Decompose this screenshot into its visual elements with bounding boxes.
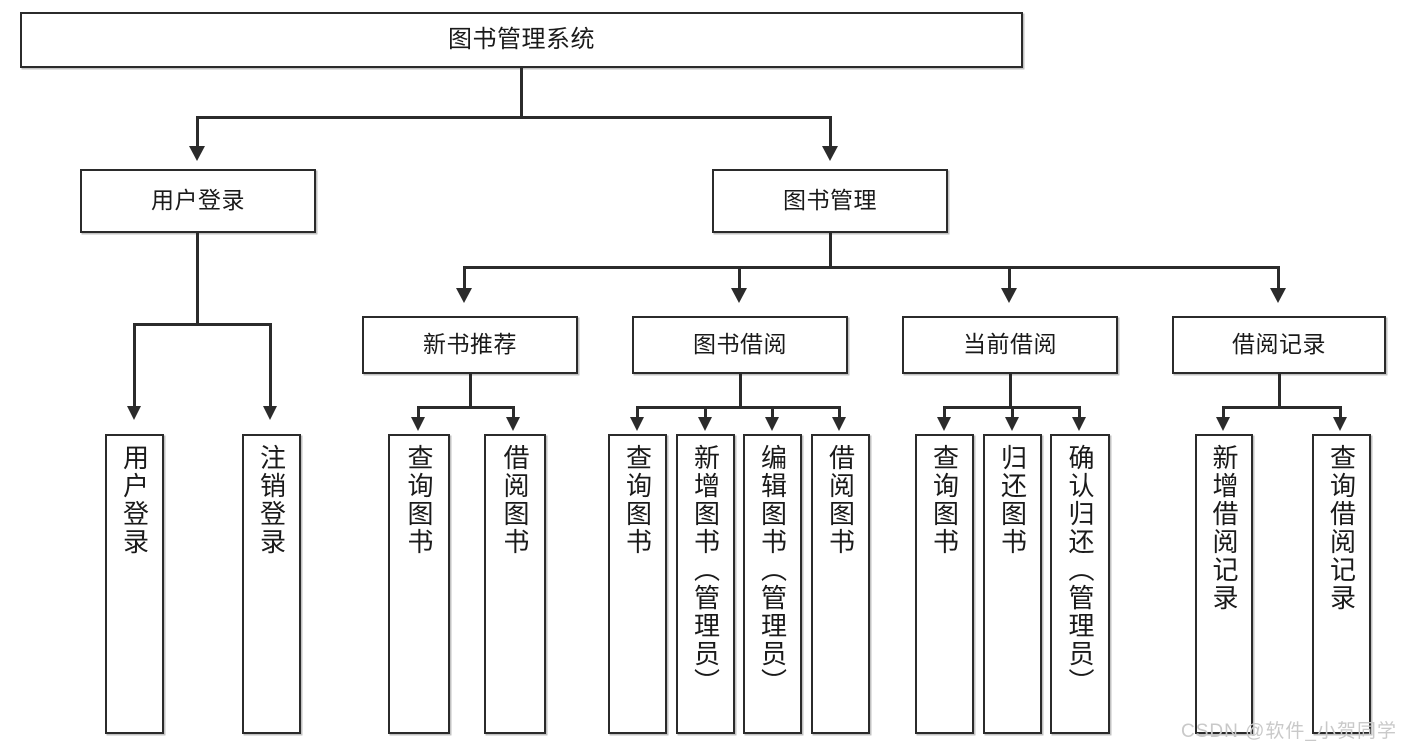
leaf-cb-query-book[interactable]: 查询图书	[915, 434, 974, 734]
connector-to-current-borrow	[1008, 266, 1011, 290]
node-label: 编辑图书（管理员）	[757, 444, 788, 696]
node-label: 新增借阅记录	[1209, 444, 1239, 612]
node-label: 图书借阅	[693, 331, 787, 358]
connector-bb-to-leaf-2	[704, 406, 707, 420]
leaf-bb-add-book-admin[interactable]: 新增图书（管理员）	[676, 434, 735, 734]
arrow-br-to-leaf-2	[1333, 417, 1347, 431]
leaf-cb-confirm-return-admin[interactable]: 确认归还（管理员）	[1050, 434, 1110, 734]
node-user-login[interactable]: 用户登录	[80, 169, 316, 233]
leaf-user-login-logout[interactable]: 注销登录	[242, 434, 301, 734]
connector-user-login-to-leaf-1	[133, 323, 136, 408]
leaf-user-login-login[interactable]: 用户登录	[105, 434, 164, 734]
arrow-to-book-borrow	[731, 288, 747, 303]
node-new-book-recommend[interactable]: 新书推荐	[362, 316, 578, 374]
node-root-book-management-system[interactable]: 图书管理系统	[20, 12, 1023, 68]
connector-bb-to-leaf-3	[771, 406, 774, 420]
connector-root-bus	[196, 116, 832, 119]
arrow-nbr-to-leaf-2	[506, 417, 520, 431]
leaf-br-query-record[interactable]: 查询借阅记录	[1312, 434, 1371, 734]
arrow-to-borrow-record	[1270, 288, 1286, 303]
leaf-bb-borrow-book[interactable]: 借阅图书	[811, 434, 870, 734]
connector-user-login-to-leaf-2	[269, 323, 272, 408]
connector-book-management-stem	[829, 233, 832, 268]
connector-nbr-to-leaf-2	[512, 406, 515, 420]
arrow-cb-to-leaf-1	[937, 417, 951, 431]
node-current-borrow[interactable]: 当前借阅	[902, 316, 1118, 374]
arrow-user-login-to-leaf-1	[127, 406, 141, 420]
node-label: 查询图书	[929, 444, 960, 556]
connector-bb-to-leaf-4	[838, 406, 841, 420]
arrow-root-to-user-login	[189, 146, 205, 161]
arrow-cb-to-leaf-2	[1005, 417, 1019, 431]
connector-to-new-book-recommend	[463, 266, 466, 290]
node-book-management[interactable]: 图书管理	[712, 169, 948, 233]
leaf-cb-return-book[interactable]: 归还图书	[983, 434, 1042, 734]
connector-root-to-user-login	[196, 116, 199, 148]
node-label: 当前借阅	[963, 331, 1057, 358]
leaf-bb-query-book[interactable]: 查询图书	[608, 434, 667, 734]
connector-new-book-recommend-bus	[417, 406, 515, 409]
arrow-bb-to-leaf-3	[765, 417, 779, 431]
node-label: 借阅记录	[1232, 331, 1326, 358]
node-label: 新书推荐	[423, 331, 517, 358]
connector-to-book-borrow	[738, 266, 741, 290]
connector-user-login-stem	[196, 233, 199, 325]
connector-current-borrow-stem	[1009, 374, 1012, 408]
arrow-to-current-borrow	[1001, 288, 1017, 303]
node-borrow-record[interactable]: 借阅记录	[1172, 316, 1386, 374]
node-label: 归还图书	[997, 444, 1028, 556]
connector-br-to-leaf-1	[1222, 406, 1225, 420]
connector-borrow-record-bus	[1222, 406, 1341, 409]
connector-cb-to-leaf-3	[1078, 406, 1081, 420]
arrow-cb-to-leaf-3	[1072, 417, 1086, 431]
node-label: 借阅图书	[500, 444, 530, 556]
node-label: 用户登录	[119, 444, 150, 556]
connector-root-to-book-management	[829, 116, 832, 148]
connector-cb-to-leaf-2	[1011, 406, 1014, 420]
arrow-bb-to-leaf-2	[698, 417, 712, 431]
node-label: 图书管理	[783, 187, 877, 214]
arrow-br-to-leaf-1	[1216, 417, 1230, 431]
watermark-text: CSDN @软件_小贺同学	[1181, 721, 1397, 742]
connector-to-borrow-record	[1277, 266, 1280, 290]
connector-nbr-to-leaf-1	[417, 406, 420, 420]
arrow-user-login-to-leaf-2	[263, 406, 277, 420]
arrow-bb-to-leaf-4	[832, 417, 846, 431]
node-label: 借阅图书	[825, 444, 856, 556]
connector-book-borrow-stem	[739, 374, 742, 408]
connector-borrow-record-stem	[1278, 374, 1281, 408]
leaf-bb-edit-book-admin[interactable]: 编辑图书（管理员）	[743, 434, 802, 734]
node-label: 查询图书	[404, 444, 434, 556]
connector-book-borrow-bus	[636, 406, 840, 409]
connector-cb-to-leaf-1	[943, 406, 946, 420]
connector-level3-bus	[463, 266, 1280, 269]
leaf-br-add-record[interactable]: 新增借阅记录	[1195, 434, 1253, 734]
arrow-bb-to-leaf-1	[630, 417, 644, 431]
connector-bb-to-leaf-1	[636, 406, 639, 420]
node-label: 用户登录	[151, 187, 245, 214]
connector-new-book-recommend-stem	[469, 374, 472, 408]
arrow-root-to-book-management	[822, 146, 838, 161]
node-label: 查询图书	[622, 444, 653, 556]
arrow-to-new-book-recommend	[456, 288, 472, 303]
node-label: 查询借阅记录	[1326, 444, 1357, 612]
node-label: 注销登录	[256, 444, 287, 556]
leaf-nbr-borrow-book[interactable]: 借阅图书	[484, 434, 546, 734]
leaf-nbr-query-book[interactable]: 查询图书	[388, 434, 450, 734]
node-label: 图书管理系统	[448, 25, 595, 53]
arrow-nbr-to-leaf-1	[411, 417, 425, 431]
node-label: 新增图书（管理员）	[690, 444, 721, 696]
node-label: 确认归还（管理员）	[1065, 444, 1095, 696]
node-book-borrow[interactable]: 图书借阅	[632, 316, 848, 374]
connector-user-login-bus	[133, 323, 271, 326]
connector-br-to-leaf-2	[1339, 406, 1342, 420]
connector-root-stem	[520, 68, 523, 118]
